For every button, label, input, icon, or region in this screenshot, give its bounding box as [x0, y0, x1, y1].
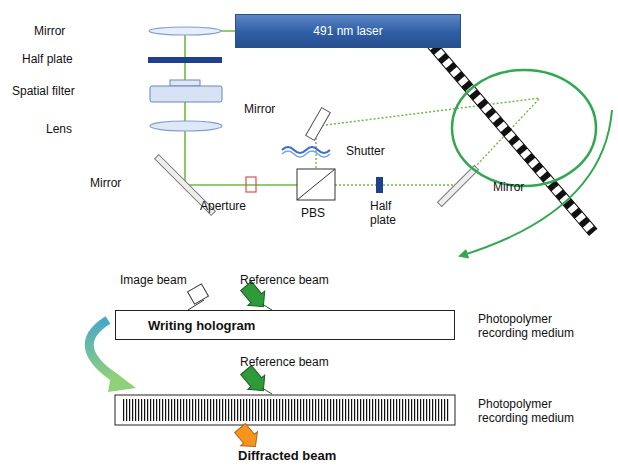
- laser-box: 491 nm laser: [235, 14, 461, 48]
- part-label: Mirror: [244, 102, 275, 116]
- part-label: Mirror: [34, 24, 65, 38]
- part-label: Shutter: [346, 144, 385, 158]
- node-text: Writing hologram: [148, 318, 255, 333]
- recording-medium: Writing hologram: [115, 310, 455, 340]
- part-label: Half plate: [22, 52, 73, 66]
- part-label: Image beam: [120, 273, 187, 287]
- node-text: 491 nm laser: [313, 24, 382, 38]
- part-label: Aperture: [200, 199, 246, 213]
- part-label: Reference beam: [240, 355, 329, 369]
- part-label: Diffracted beam: [238, 449, 336, 463]
- part-label: Half plate: [370, 199, 402, 227]
- part-label: Photopolymer recording medium: [478, 312, 596, 340]
- part-label: Photopolymer recording medium: [478, 397, 596, 425]
- part-label: Mirror: [493, 180, 524, 194]
- part-label: Lens: [46, 122, 72, 136]
- part-label: Reference beam: [240, 273, 329, 287]
- part-label: PBS: [301, 206, 325, 220]
- part-label: Spatial filter: [12, 84, 75, 98]
- part-label: Mirror: [90, 176, 121, 190]
